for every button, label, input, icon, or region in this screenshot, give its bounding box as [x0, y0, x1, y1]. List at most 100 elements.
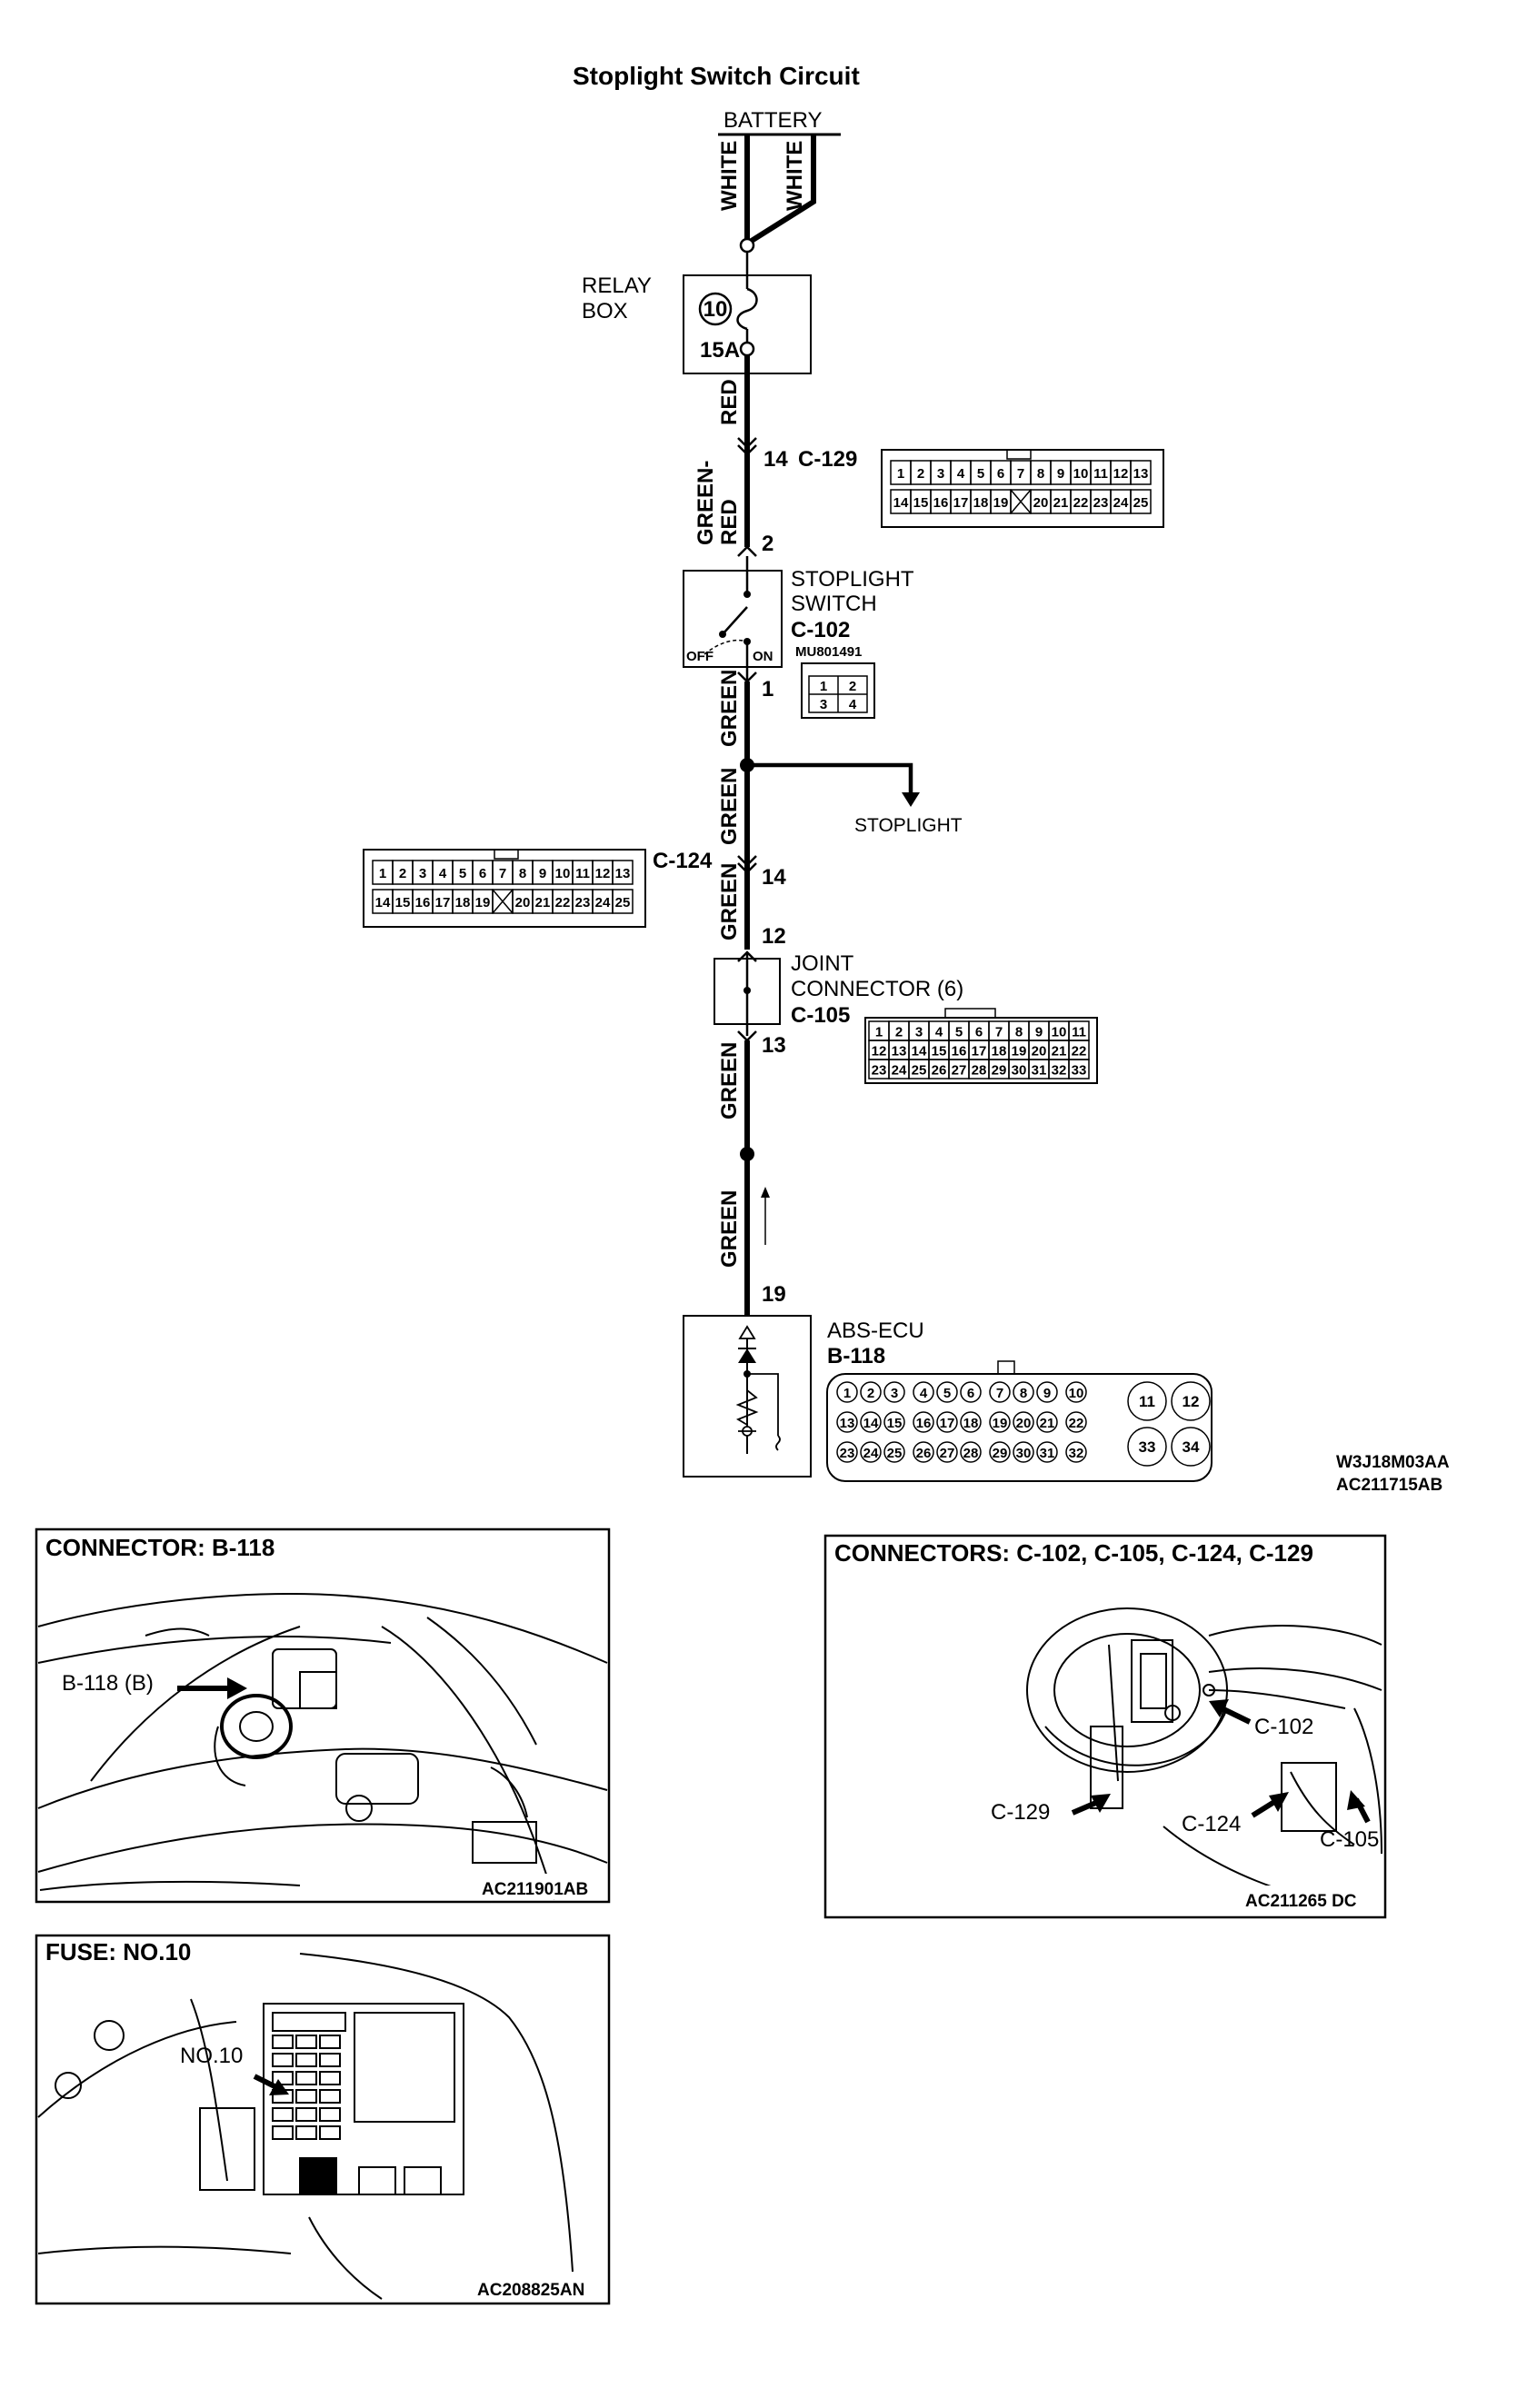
svg-text:9: 9	[1057, 466, 1064, 482]
svg-text:2: 2	[917, 466, 924, 482]
svg-text:2: 2	[867, 1386, 874, 1401]
svg-text:9: 9	[539, 866, 546, 881]
svg-text:7: 7	[499, 866, 506, 881]
svg-text:7: 7	[995, 1025, 1003, 1040]
svg-text:15: 15	[395, 895, 411, 910]
switch-blade	[722, 606, 748, 635]
svg-text:26: 26	[932, 1063, 947, 1079]
battery-terminal	[739, 237, 755, 254]
b118-pin: 12	[1171, 1381, 1211, 1421]
c102-pin: 3	[820, 697, 827, 712]
svg-text:11: 11	[1139, 1393, 1155, 1410]
svg-text:30: 30	[1012, 1063, 1027, 1079]
c124-pin: 23	[572, 889, 594, 914]
svg-text:27: 27	[940, 1446, 955, 1461]
svg-text:16: 16	[933, 495, 949, 511]
svg-text:21: 21	[1040, 1416, 1055, 1431]
b118-pin: 31	[1036, 1441, 1058, 1463]
c129-pin: 14	[763, 447, 788, 472]
fuse-callout-label: NO.10	[180, 2044, 243, 2068]
resistor-symbol	[735, 1389, 759, 1426]
b118-pin: 4	[913, 1381, 934, 1403]
svg-text:22: 22	[555, 895, 571, 910]
svg-text:17: 17	[972, 1044, 987, 1060]
panel-fuse-code: AC208825AN	[477, 2281, 584, 2300]
svg-text:11: 11	[575, 866, 590, 881]
svg-text:1: 1	[379, 866, 386, 881]
c105-pin: 14	[908, 1040, 930, 1060]
c105-pin: 33	[1068, 1059, 1090, 1080]
svg-text:4: 4	[957, 466, 965, 482]
diode-symbol	[738, 1348, 756, 1363]
c124-pin: 14	[372, 889, 394, 914]
switch-name: C-102	[791, 618, 850, 642]
c129-pin: 3	[930, 460, 952, 485]
c124-pin: 1	[372, 860, 394, 885]
c129-pin: 21	[1050, 489, 1072, 514]
svg-text:13: 13	[615, 866, 631, 881]
panel-connectors-code: AC211265 DC	[1245, 1892, 1357, 1911]
svg-text:30: 30	[1016, 1446, 1032, 1461]
svg-text:15: 15	[913, 495, 929, 511]
svg-text:3: 3	[937, 466, 944, 482]
svg-text:1: 1	[897, 466, 904, 482]
svg-text:3: 3	[891, 1386, 898, 1401]
b118-pin: 28	[960, 1441, 982, 1463]
svg-text:18: 18	[455, 895, 471, 910]
svg-text:31: 31	[1040, 1446, 1055, 1461]
b118-pin: 21	[1036, 1411, 1058, 1433]
c129-pin: 17	[950, 489, 972, 514]
c105-pin: 21	[1048, 1040, 1070, 1060]
wire-label-white-1: WHITE	[717, 141, 742, 211]
c124-pin: 24	[592, 889, 614, 914]
joint-label-2: CONNECTOR (6)	[791, 977, 963, 1001]
svg-text:2: 2	[399, 866, 406, 881]
svg-text:21: 21	[1052, 1044, 1067, 1060]
svg-text:20: 20	[1033, 495, 1049, 511]
svg-text:1: 1	[843, 1386, 851, 1401]
svg-text:24: 24	[863, 1446, 879, 1461]
svg-text:8: 8	[1037, 466, 1044, 482]
c129-pin: 6	[990, 460, 1012, 485]
wire-label-green-5: GREEN	[717, 1190, 742, 1268]
b118-pin: 26	[913, 1441, 934, 1463]
c105-pin: 3	[908, 1020, 930, 1041]
svg-text:24: 24	[595, 895, 611, 910]
b118-pin: 19	[989, 1411, 1011, 1433]
svg-text:16: 16	[916, 1416, 932, 1431]
c105-pin: 22	[1068, 1040, 1090, 1060]
svg-text:7: 7	[1017, 466, 1024, 482]
c105-pin: 11	[1068, 1020, 1090, 1041]
abs-ecu-name: B-118	[827, 1344, 885, 1368]
wire-label-green-red-2: RED	[717, 499, 742, 545]
svg-text:6: 6	[479, 866, 486, 881]
svg-text:17: 17	[435, 895, 451, 910]
engine-bay-photo	[37, 1593, 608, 1900]
svg-text:14: 14	[863, 1416, 879, 1431]
svg-text:10: 10	[555, 866, 571, 881]
svg-text:5: 5	[955, 1025, 963, 1040]
fuse-terminal	[739, 341, 755, 357]
abs-ecu-box	[683, 1315, 812, 1478]
svg-text:29: 29	[993, 1446, 1008, 1461]
c105-pin: 29	[988, 1059, 1010, 1080]
b118-pin: 16	[913, 1411, 934, 1433]
svg-text:11: 11	[1072, 1025, 1086, 1040]
svg-text:23: 23	[840, 1446, 855, 1461]
b118-pin: 29	[989, 1441, 1011, 1463]
svg-text:20: 20	[1016, 1416, 1032, 1431]
svg-text:12: 12	[872, 1044, 887, 1060]
svg-text:8: 8	[1015, 1025, 1023, 1040]
panel-fuse-title: FUSE: NO.10	[45, 1938, 191, 1965]
svg-text:18: 18	[973, 495, 989, 511]
svg-text:16: 16	[952, 1044, 967, 1060]
svg-text:25: 25	[615, 895, 631, 910]
c124-pin: 18	[452, 889, 474, 914]
c105-pin: 8	[1008, 1020, 1030, 1041]
wire-label-green-1: GREEN	[717, 670, 742, 747]
svg-text:27: 27	[952, 1063, 967, 1079]
c105-pin: 18	[988, 1040, 1010, 1060]
c124-pin: 7	[492, 860, 514, 885]
